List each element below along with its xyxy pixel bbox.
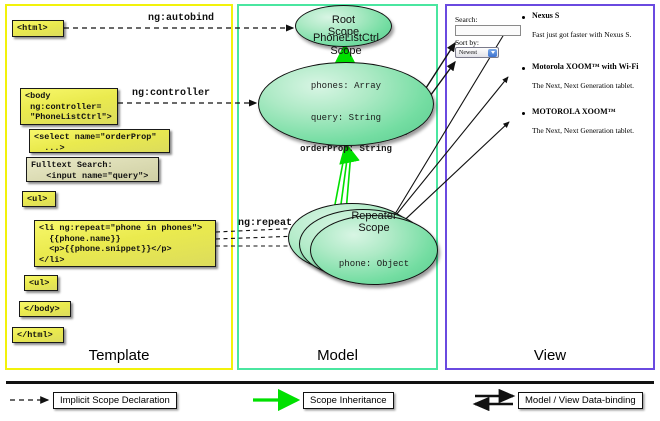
scope-prop-query: query: String [310,112,382,123]
legend-item-scope-inheritance: Scope Inheritance [303,392,394,409]
scope-prop-orderprop: orderProp: String [300,144,392,155]
phone-name: Nexus S [532,11,560,20]
chevron-down-icon [488,49,497,57]
legend-glyph-databinding [472,388,516,412]
panel-label-model: Model [317,347,358,364]
legend-item-implicit-scope: Implicit Scope Declaration [53,392,177,409]
list-bullet [522,67,525,70]
scope-repeater-props: phone: Object [339,238,409,291]
panel-model: Model [237,4,438,370]
scope-root-title-line2: Scope [327,26,360,38]
scope-root: Root Scope [295,5,392,47]
list-bullet [522,112,525,115]
label-ng-autobind: ng:autobind [148,13,215,24]
list-bullet [522,16,525,19]
view-search-label: Search: [455,15,478,24]
scope-repeater-title-line1: Repeater [351,209,397,222]
code-box-body-open: <body ng:controller= "PhoneListCtrl"> [20,88,118,125]
scope-phonelistctrl-title-line1: PhoneListCtrl [312,32,380,45]
panel-label-view: View [533,347,567,364]
legend-item-data-binding: Model / View Data-binding [518,392,643,409]
panel-view: View [445,4,655,370]
code-box-ul-open: <ul> [22,191,56,207]
code-box-html-open: <html> [12,20,64,37]
code-box-ul-close: <ul> [24,275,58,291]
label-ng-repeat: ng:repeat [238,218,293,229]
code-box-li-repeat: <li ng:repeat="phone in phones"> {{phone… [34,220,216,267]
phone-snippet: The Next, Next Generation tablet. [532,81,635,90]
phone-name: Motorola XOOM™ with Wi-Fi [532,62,639,71]
search-input[interactable] [455,25,521,36]
phone-snippet: The Next, Next Generation tablet. [532,126,635,135]
view-sort-label: Sort by: [455,38,479,47]
scope-repeater: Repeater Scope phone: Object [310,210,438,285]
panel-label-template: Template [88,347,150,364]
code-box-body-close: </body> [19,301,71,317]
legend-divider [6,381,654,384]
scope-phonelistctrl-title-line2: Scope [330,44,362,57]
scope-prop-phones: phones: Array [310,81,382,92]
code-box-select: <select name="orderProp" ...> [29,129,170,153]
scope-phonelistctrl: PhoneListCtrl Scope phones: Array query:… [258,32,434,154]
sort-by-select[interactable]: Newest [455,47,499,58]
phone-snippet: Fast just got faster with Nexus S. [532,30,632,39]
scope-prop-phone: phone: Object [338,258,410,269]
code-box-html-close: </html> [12,327,64,343]
label-ng-controller: ng:controller [132,88,211,99]
scope-phonelistctrl-props: phones: Array query: String orderProp: S… [300,60,392,176]
code-box-fulltext-search: Fulltext Search: <input name="query"> [26,157,159,182]
scope-repeater-title-line2: Scope [358,222,390,235]
sort-by-selected-value: Newest [459,50,477,56]
phone-name: MOTOROLA XOOM™ [532,107,616,116]
scope-root-title-line1: Root [331,13,356,26]
